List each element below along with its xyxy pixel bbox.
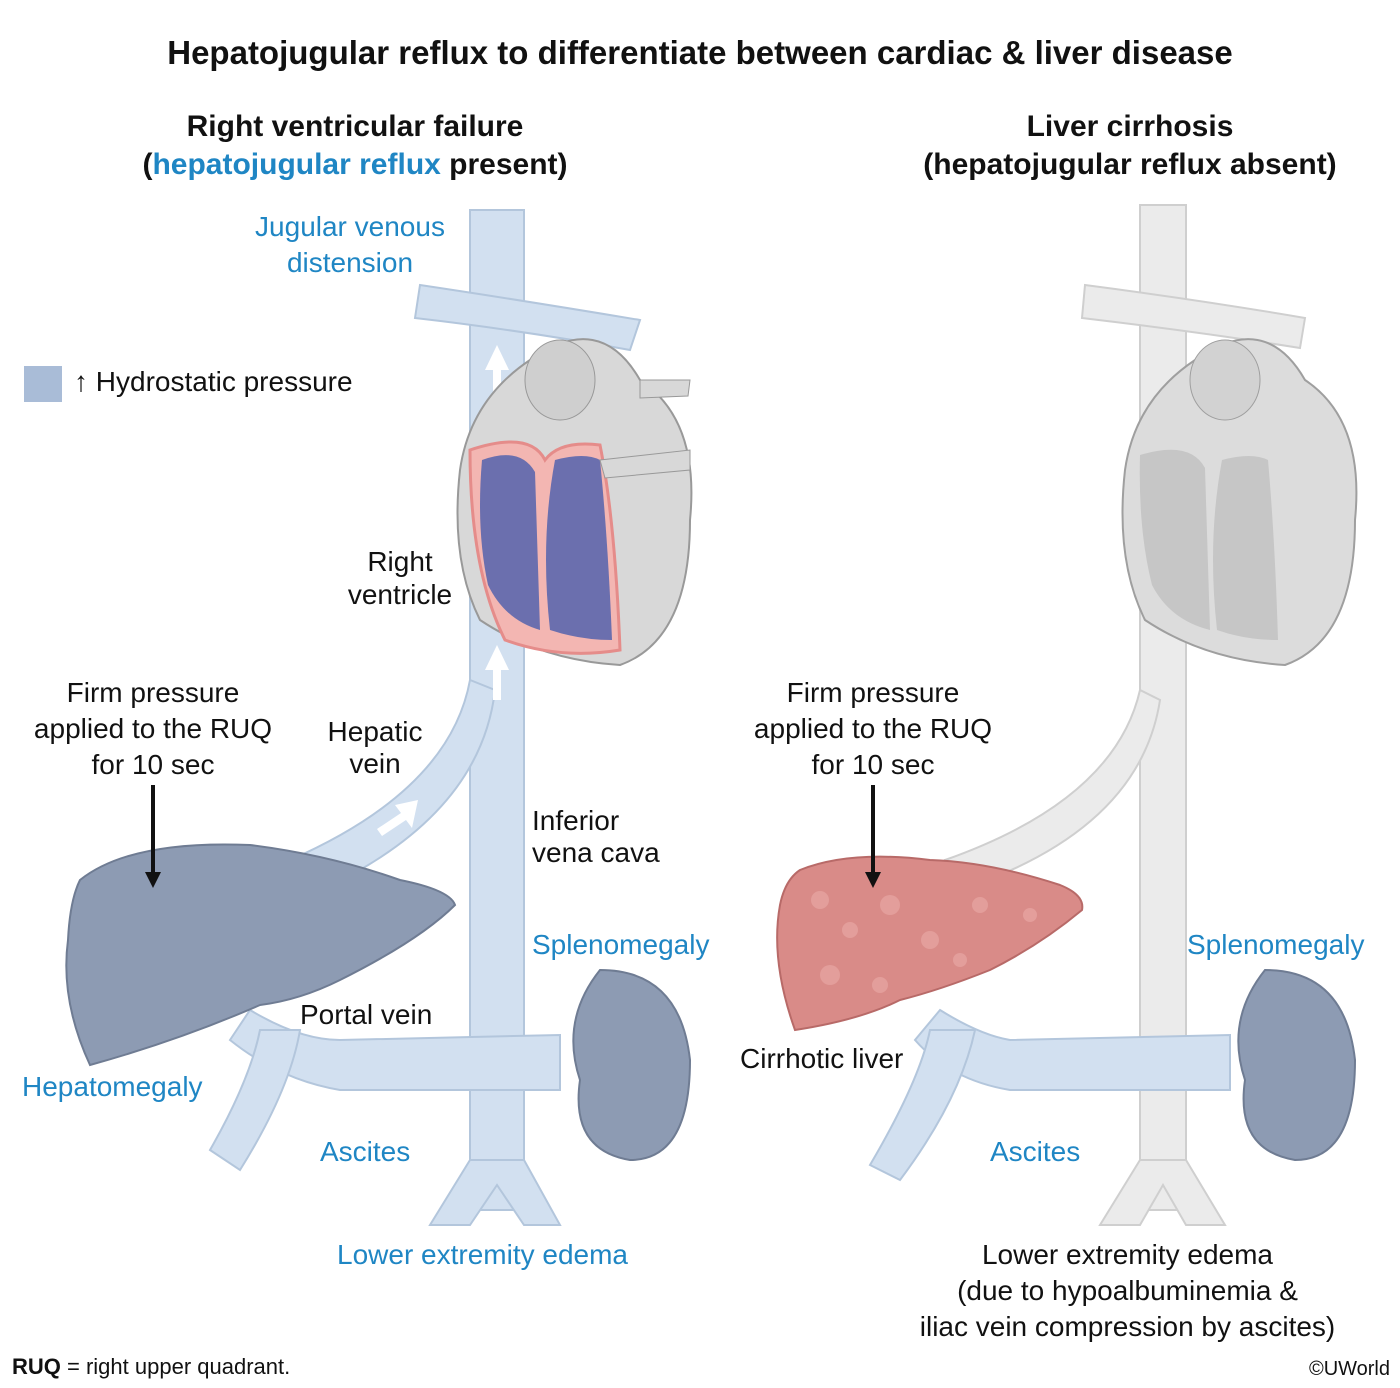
left-spleen — [572, 968, 692, 1162]
legend-text: Hydrostatic pressure — [88, 366, 353, 397]
label-left-edema: Lower extremity edema — [337, 1239, 629, 1270]
label-ivc-line2: vena cava — [532, 837, 660, 868]
right-liver-cirrhotic — [776, 855, 1084, 1032]
left-liver-hepatomegaly — [65, 843, 457, 1067]
right-heading-line2: (hepatojugular reflux absent) — [923, 148, 1337, 181]
left-heading-rest: present) — [440, 148, 568, 181]
left-heading-open: ( — [142, 148, 153, 181]
label-jvd: Jugular venous distension — [230, 209, 470, 281]
label-right-ascites: Ascites — [990, 1136, 1081, 1167]
label-rv-line1: Right — [367, 546, 433, 577]
label-right-pressure: Firm pressure applied to the RUQ for 10 … — [733, 675, 1013, 783]
label-hepatic-vein-line2: vein — [349, 748, 401, 779]
right-spleen — [1237, 968, 1357, 1162]
left-heart — [456, 338, 693, 667]
left-heading-line1: Right ventricular failure — [186, 110, 524, 143]
label-right-edema-line1: Lower extremity edema — [981, 1239, 1273, 1270]
label-right-pressure-line3: for 10 sec — [811, 749, 935, 780]
right-vein-system — [868, 204, 1307, 1226]
left-heading-line2: (hepatojugular reflux present) — [90, 146, 620, 184]
label-hepatic-vein-line1: Hepatic — [327, 716, 423, 747]
label-rv-line2: ventricle — [347, 579, 453, 610]
label-right-edema-line3: iliac vein compression by ascites) — [919, 1311, 1336, 1342]
footnote-text: = right upper quadrant. — [60, 1354, 291, 1379]
label-left-pressure: Firm pressure applied to the RUQ for 10 … — [13, 675, 293, 783]
label-left-ascites: Ascites — [320, 1136, 411, 1167]
label-ivc: Inferior vena cava — [532, 805, 660, 869]
left-panel-heading: Right ventricular failure (hepatojugular… — [90, 108, 620, 184]
label-cirrhotic-liver: Cirrhotic liver — [740, 1043, 904, 1074]
label-hepatomegaly: Hepatomegaly — [22, 1071, 203, 1102]
label-left-pressure-line3: for 10 sec — [91, 749, 215, 780]
left-flow-arrows — [377, 345, 509, 836]
label-right-pressure-line2: applied to the RUQ — [753, 713, 993, 744]
label-portal-vein: Portal vein — [300, 999, 433, 1030]
page-title: Hepatojugular reflux to differentiate be… — [167, 34, 1233, 71]
label-jvd-line2: distension — [286, 247, 414, 278]
legend-swatch — [24, 366, 62, 402]
label-left-pressure-line1: Firm pressure — [66, 677, 240, 708]
label-right-splenomegaly: Splenomegaly — [1187, 929, 1365, 960]
left-heading-highlight: hepatojugular reflux — [152, 148, 441, 181]
label-left-pressure-line2: applied to the RUQ — [33, 713, 273, 744]
footnote-abbr: RUQ — [12, 1354, 61, 1379]
label-right-pressure-line1: Firm pressure — [786, 677, 960, 708]
label-ivc-line1: Inferior — [532, 805, 620, 836]
right-heading-line1: Liver cirrhosis — [1026, 110, 1234, 143]
legend-label: ↑ Hydrostatic pressure — [74, 364, 353, 400]
footnote: RUQ = right upper quadrant. — [12, 1353, 290, 1381]
label-right-edema: Lower extremity edema (due to hypoalbumi… — [880, 1237, 1375, 1345]
up-arrow-icon: ↑ — [74, 366, 88, 397]
label-hepatic-vein: Hepatic vein — [310, 716, 440, 780]
label-jvd-line1: Jugular venous — [255, 211, 445, 242]
label-right-ventricle: Right ventricle — [330, 545, 470, 611]
copyright: ©UWorld — [1308, 1358, 1390, 1380]
right-heart — [1121, 338, 1358, 667]
label-right-edema-line2: (due to hypoalbuminemia & — [957, 1275, 1298, 1306]
right-panel-heading: Liver cirrhosis (hepatojugular reflux ab… — [880, 108, 1380, 184]
label-left-splenomegaly: Splenomegaly — [532, 929, 710, 960]
